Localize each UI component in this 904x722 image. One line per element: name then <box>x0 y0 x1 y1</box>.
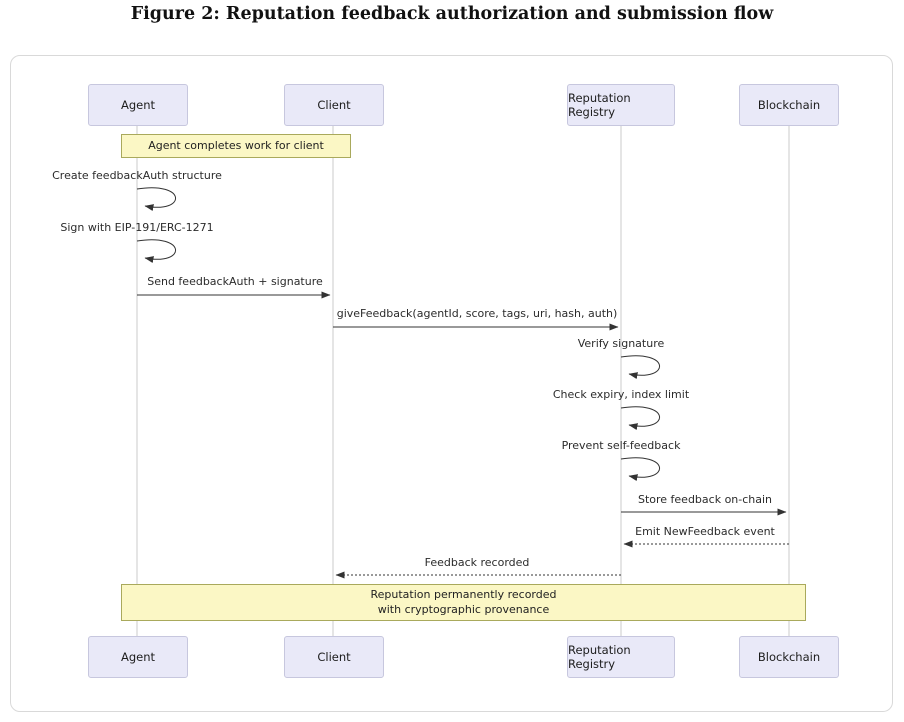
actor-label: Client <box>317 98 351 112</box>
self-loop-prevent-self-feedback <box>620 457 660 482</box>
figure-title: Figure 2: Reputation feedback authorizat… <box>130 4 774 24</box>
note-text-line2: with cryptographic provenance <box>377 602 550 616</box>
message-label-feedback-recorded: Feedback recorded <box>424 556 530 569</box>
self-loop-sign-eip191 <box>136 239 176 264</box>
message-label-check-expiry: Check expiry, index limit <box>552 388 690 401</box>
actor-label: Blockchain <box>757 98 821 112</box>
actor-label: Agent <box>120 650 156 664</box>
note-reputation-recorded: Reputation permanently recorded with cry… <box>121 584 806 621</box>
message-label-emit-newfeedback: Emit NewFeedback event <box>635 525 775 538</box>
actor-box-blockchain-bottom: Blockchain <box>739 636 839 678</box>
message-label-givefeedback: giveFeedback(agentId, score, tags, uri, … <box>336 307 618 320</box>
sequence-diagram-canvas: Agent Client Reputation Registry Blockch… <box>10 55 893 712</box>
message-label-send-feedbackauth: Send feedbackAuth + signature <box>147 275 323 288</box>
actor-box-reputation-registry-bottom: Reputation Registry <box>567 636 675 678</box>
actor-box-reputation-registry-top: Reputation Registry <box>567 84 675 126</box>
self-loop-verify-signature <box>620 355 660 380</box>
actor-label: Agent <box>120 98 156 112</box>
actor-box-blockchain-top: Blockchain <box>739 84 839 126</box>
message-label-create-feedbackauth: Create feedbackAuth structure <box>52 169 222 182</box>
arrows-layer <box>136 126 790 636</box>
self-loop-create-feedbackauth <box>136 187 176 212</box>
message-label-sign-eip191: Sign with EIP-191/ERC-1271 <box>60 221 214 234</box>
actor-label: Reputation Registry <box>568 91 631 119</box>
actor-box-agent-top: Agent <box>88 84 188 126</box>
actor-label: Client <box>317 650 351 664</box>
actor-label: Reputation Registry <box>568 643 631 671</box>
message-label-store-feedback: Store feedback on-chain <box>637 493 773 506</box>
actor-box-client-bottom: Client <box>284 636 384 678</box>
actor-box-client-top: Client <box>284 84 384 126</box>
message-label-prevent-self-feedback: Prevent self-feedback <box>561 439 681 452</box>
note-text-line1: Reputation permanently recorded <box>370 587 557 601</box>
self-loop-check-expiry <box>620 406 660 431</box>
actor-box-agent-bottom: Agent <box>88 636 188 678</box>
note-text: Agent completes work for client <box>148 138 324 152</box>
message-label-verify-signature: Verify signature <box>577 337 665 350</box>
actor-label: Blockchain <box>757 650 821 664</box>
note-agent-completes-work: Agent completes work for client <box>121 134 351 158</box>
